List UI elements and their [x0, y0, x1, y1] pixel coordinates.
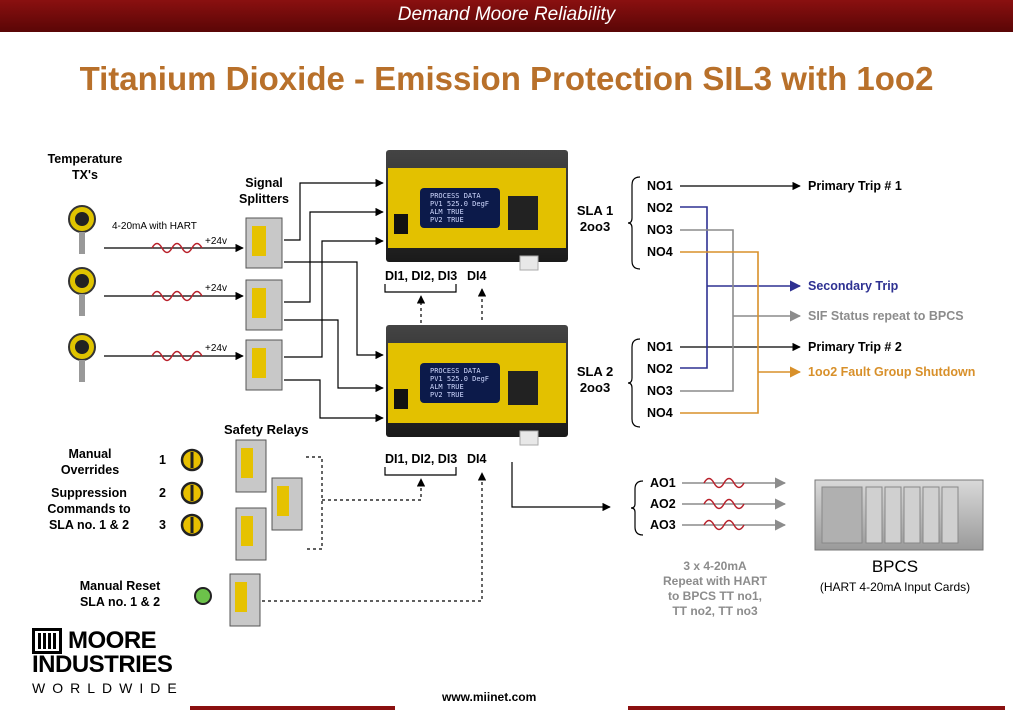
- signal-splitter-3: [245, 339, 283, 391]
- override-switch-2-icon: [180, 481, 204, 505]
- sla1-label: SLA 1 2oo3: [576, 203, 614, 234]
- switch-number-3: 3: [159, 518, 166, 532]
- safety-relay-2: [271, 477, 303, 531]
- fault-group-label: 1oo2 Fault Group Shutdown: [808, 365, 976, 379]
- sla2-output-brace: [627, 338, 641, 428]
- primary-trip-1-label: Primary Trip # 1: [808, 179, 902, 193]
- sla2-label: SLA 2 2oo3: [576, 364, 614, 395]
- manual-reset-label: Manual Reset SLA no. 1 & 2: [79, 579, 161, 609]
- sla2-to-ao-line: [511, 462, 611, 512]
- hart-wave-1: [151, 242, 203, 254]
- switch-number-2: 2: [159, 486, 166, 500]
- sla1-no2: NO2: [647, 201, 673, 215]
- signal-splitters-label: Signal Splitters: [238, 176, 289, 206]
- safety-relays-label: Safety Relays: [224, 422, 309, 437]
- ao1-wave: [703, 477, 745, 489]
- sla1-di4-label: DI4: [467, 269, 487, 283]
- ao2-label: AO2: [650, 497, 676, 511]
- ao2-wave: [703, 498, 745, 510]
- sif-status-wiring: [680, 229, 734, 392]
- sla1-logic-solver: [386, 150, 568, 271]
- splitter3-to-sla1: [284, 236, 384, 358]
- sla1-screen-line: PV2 TRUE: [430, 216, 464, 224]
- supply-label-3: +24v: [205, 343, 227, 354]
- override-switch-1-icon: [180, 448, 204, 472]
- sla2-no1: NO1: [647, 340, 673, 354]
- supply-label-2: +24v: [205, 283, 227, 294]
- safety-relay-3: [235, 507, 267, 561]
- splitter1-to-sla1: [284, 178, 384, 241]
- top-banner: Demand Moore Reliability: [0, 0, 1013, 32]
- signal-splitter-2: [245, 279, 283, 331]
- sla1-di-label: DI1, DI2, DI3: [385, 269, 458, 283]
- sla2-screen-line: PV2 TRUE: [430, 391, 464, 399]
- temperature-transmitter-1: [68, 205, 96, 254]
- reset-pushbutton-icon: [194, 587, 212, 605]
- ao3-label: AO3: [650, 518, 676, 532]
- banner-text: Demand Moore Reliability: [397, 4, 616, 25]
- sla1-no4: NO4: [647, 245, 673, 259]
- sla2-screen-line: PROCESS DATA: [430, 367, 481, 375]
- sla2-di-bracket: [384, 467, 457, 476]
- temperature-tx-label: Temperature TX's: [47, 152, 123, 182]
- sla1-no3: NO3: [647, 223, 673, 237]
- sif-status-label: SIF Status repeat to BPCS: [808, 309, 964, 323]
- sla2-no3: NO3: [647, 384, 673, 398]
- sla2-logic-solver: [386, 325, 568, 446]
- hart-wave-3: [151, 350, 203, 362]
- sla1-output-brace: [627, 176, 641, 270]
- ao-repeat-note: 3 x 4-20mA Repeat with HART to BPCS TT n…: [662, 559, 767, 618]
- reset-to-di4: [262, 472, 487, 602]
- override-switch-3-icon: [180, 513, 204, 537]
- safety-relay-1: [235, 439, 267, 493]
- fault-group-wiring: [680, 251, 759, 414]
- bpcs-rack: [814, 479, 984, 551]
- footer-url: www.miinet.com: [442, 690, 537, 704]
- secondary-trip-label: Secondary Trip: [808, 279, 899, 293]
- sla1-screen-line: ALM TRUE: [430, 208, 464, 216]
- temperature-transmitter-2: [68, 267, 96, 316]
- sla2-di4-label: DI4: [467, 452, 487, 466]
- logo-line-1: MOORE: [68, 627, 157, 654]
- sla1-screen-line: PV1 525.0 DegF: [430, 200, 490, 208]
- logo-line-2: INDUSTRIES: [32, 651, 173, 678]
- moore-industries-logo: MOORE INDUSTRIES WORLDWIDE: [32, 628, 184, 696]
- relay-group-bracket: [306, 456, 323, 550]
- manual-overrides-label: Manual Overrides: [60, 447, 120, 477]
- splitter3-to-sla2: [284, 379, 384, 423]
- sla2-screen: PROCESS DATA PV1 525.0 DegF ALM TRUE PV2…: [430, 367, 489, 399]
- splitter2-to-sla1: [284, 207, 384, 303]
- temperature-transmitter-3: [68, 333, 96, 382]
- ao1-label: AO1: [650, 476, 676, 490]
- signal-splitter-1: [245, 217, 283, 269]
- sla1-di-bracket: [384, 284, 457, 293]
- splitter1-to-sla2: [284, 261, 384, 360]
- suppression-commands-label: Suppression Commands to SLA no. 1 & 2: [47, 486, 131, 532]
- page-title: Titanium Dioxide - Emission Protection S…: [79, 60, 934, 97]
- hart-wave-2: [151, 290, 203, 302]
- sla2-di-label: DI1, DI2, DI3: [385, 452, 458, 466]
- relays-to-sla2-di: [322, 478, 426, 501]
- sla2-screen-line: PV1 525.0 DegF: [430, 375, 490, 383]
- sla2-no4: NO4: [647, 406, 673, 420]
- sla1-no1: NO1: [647, 179, 673, 193]
- bpcs-subtitle: (HART 4-20mA Input Cards): [819, 580, 971, 594]
- sla1-screen-line: PROCESS DATA: [430, 192, 481, 200]
- sla1-screen: PROCESS DATA PV1 525.0 DegF ALM TRUE PV2…: [430, 192, 489, 224]
- ao-output-brace: [630, 480, 644, 536]
- reset-relay: [229, 573, 261, 627]
- logo-mark-icon: [32, 628, 62, 654]
- splitter2-to-sla2: [284, 319, 384, 393]
- switch-number-1: 1: [159, 453, 166, 467]
- logo-worldwide: WORLDWIDE: [32, 680, 184, 696]
- supply-label-1: +24v: [205, 236, 227, 247]
- secondary-trip-wiring: [680, 206, 708, 369]
- sla2-screen-line: ALM TRUE: [430, 383, 464, 391]
- bpcs-title: BPCS: [871, 557, 919, 576]
- sla2-no2: NO2: [647, 362, 673, 376]
- ao3-wave: [703, 519, 745, 531]
- primary-trip-2-label: Primary Trip # 2: [808, 340, 902, 354]
- hart-signal-label: 4-20mA with HART: [112, 221, 197, 232]
